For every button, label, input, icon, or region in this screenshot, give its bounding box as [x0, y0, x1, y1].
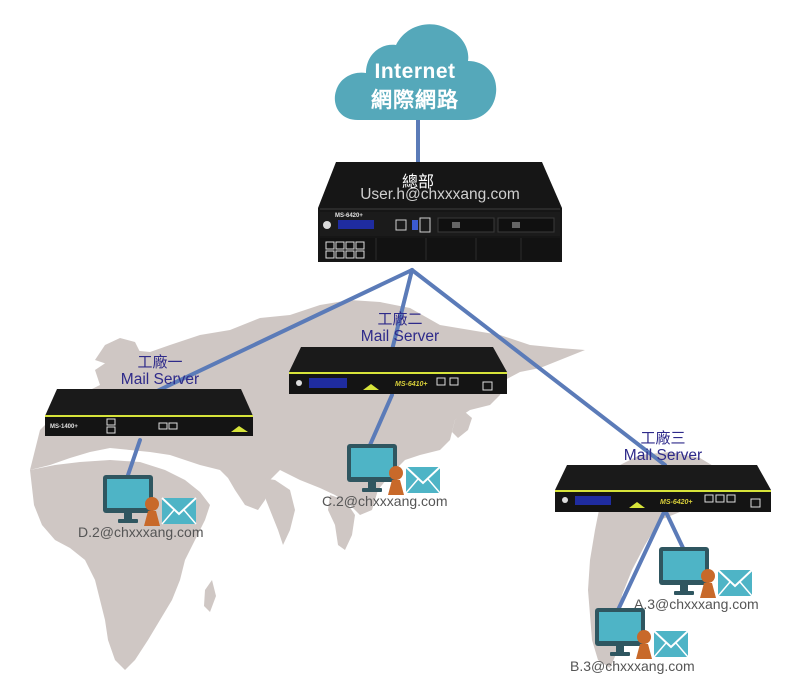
- hq-email: User.h@chxxxang.com: [360, 186, 520, 203]
- link-factory-1-to-client-d2: [125, 438, 142, 480]
- cloud-label-en: Internet: [374, 60, 456, 83]
- user-icon: [388, 466, 404, 495]
- factory-1-title: 工廠一: [137, 353, 183, 371]
- envelope-icon: [653, 630, 689, 658]
- factory-3-label: 工廠三 Mail Server: [598, 430, 728, 464]
- factory-2-label: 工廠二 Mail Server: [335, 311, 465, 345]
- factory-1-device-model: MS-1400+: [50, 424, 78, 430]
- hq-device-model: MS-6420+: [335, 213, 363, 219]
- client-b3-email: B.3@chxxxang.com: [570, 658, 695, 674]
- lcd-display: [338, 220, 374, 229]
- computer-monitor-icon: [659, 547, 709, 595]
- client-a3-email: A.3@chxxxang.com: [634, 596, 759, 612]
- link-hq-to-factory-1: [153, 268, 414, 394]
- computer-monitor-icon: [595, 608, 645, 656]
- map-scandinavia: [95, 338, 140, 365]
- factory-1-server-device[interactable]: [43, 388, 255, 438]
- envelope-icon: [405, 466, 441, 494]
- factory-2-device-model: MS-6410+: [395, 381, 428, 388]
- link-factory-3-to-client-b3: [616, 508, 667, 612]
- map-madagascar: [204, 580, 216, 612]
- factory-1-label: 工廠一 Mail Server: [95, 354, 225, 388]
- factory-2-title: 工廠二: [377, 310, 423, 328]
- link-factory-3-to-client-a3: [663, 508, 686, 552]
- client-a3-node[interactable]: [658, 546, 754, 598]
- factory-3-device-model: MS-6420+: [660, 499, 693, 506]
- link-factory-2-to-client-c2: [368, 393, 394, 447]
- nav-pad-icon: [323, 221, 331, 229]
- factory-3-title: 工廠三: [640, 429, 686, 447]
- envelope-icon: [161, 497, 197, 525]
- cloud-label-zh: 網際網路: [371, 88, 459, 112]
- link-hq-to-factory-3: [410, 268, 667, 467]
- user-icon: [636, 630, 652, 659]
- link-hq-to-factory-2: [390, 268, 414, 352]
- client-b3-node[interactable]: [594, 607, 690, 659]
- user-icon: [700, 569, 716, 598]
- cloud-icon: [334, 24, 497, 121]
- client-c2-node[interactable]: [346, 443, 442, 495]
- lcd-display: [309, 378, 347, 388]
- client-c2-email: C.2@chxxxang.com: [322, 493, 448, 509]
- lcd-display: [575, 496, 611, 505]
- factory-3-server-device[interactable]: [553, 464, 773, 514]
- factory-2-server-device[interactable]: [287, 346, 509, 396]
- computer-monitor-icon: [103, 475, 153, 523]
- client-d2-node[interactable]: [102, 474, 198, 526]
- map-se-asia: [328, 495, 355, 550]
- factory-2-role: Mail Server: [360, 327, 440, 345]
- envelope-icon: [717, 569, 753, 597]
- client-d2-email: D.2@chxxxang.com: [78, 524, 204, 540]
- factory-1-role: Mail Server: [120, 370, 200, 388]
- factory-3-role: Mail Server: [623, 446, 703, 464]
- hq-title: 總部: [401, 172, 434, 191]
- hq-server-device[interactable]: [316, 160, 564, 265]
- computer-monitor-icon: [347, 444, 397, 492]
- map-japan: [452, 412, 472, 438]
- map-india: [262, 478, 295, 545]
- user-icon: [144, 497, 160, 526]
